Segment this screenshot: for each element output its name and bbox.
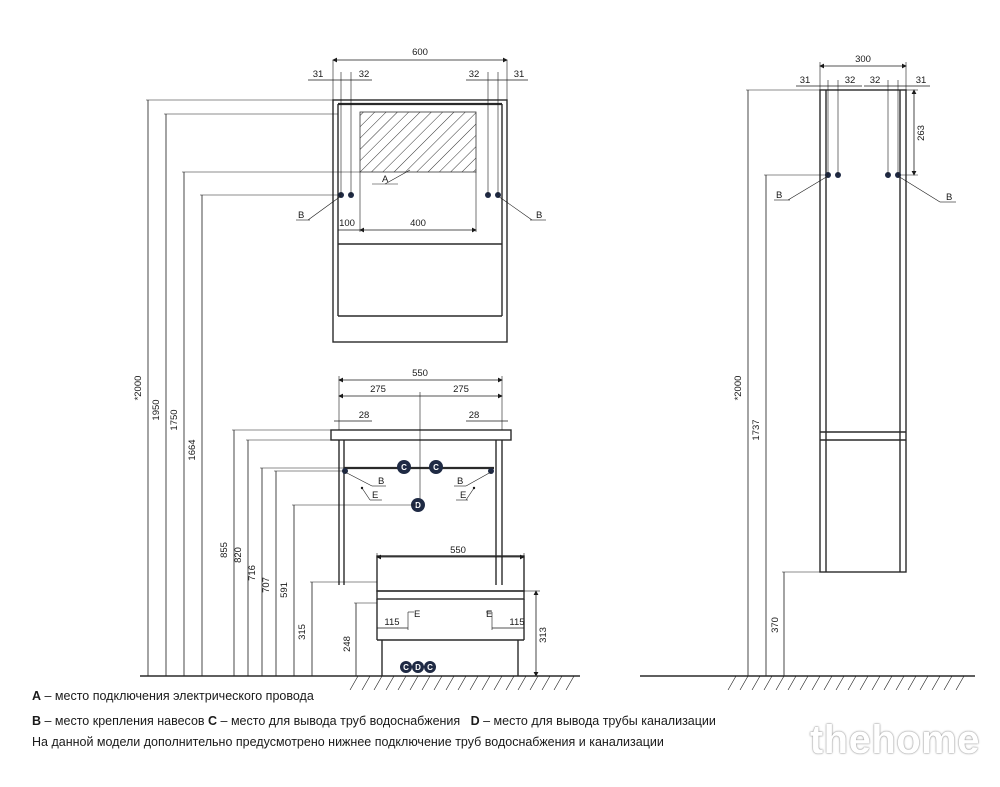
front-height-dims: *2000 1950 1750 1664 855 820 716 707 591	[133, 99, 418, 676]
dim-707: 707	[261, 577, 272, 593]
side-marker-b-right: B	[946, 192, 952, 203]
marker-c-right: C	[433, 463, 439, 472]
legend-a: A – место подключения электрического про…	[32, 688, 314, 704]
marker-c-bottom-left: C	[403, 663, 409, 672]
legend-d-key: D	[470, 714, 480, 728]
dim-275-left: 275	[370, 384, 386, 395]
dim-1750: 1750	[169, 409, 180, 430]
side-dim-32-left: 32	[845, 75, 856, 86]
marker-e-left: E	[372, 490, 378, 501]
dim-855: 855	[219, 542, 230, 558]
marker-a: A	[382, 174, 389, 185]
dim-base: 550 115 115 E E 313	[376, 545, 549, 677]
dim-28-right: 28	[469, 410, 480, 421]
dim-313: 313	[538, 627, 549, 643]
marker-b-upper-right: B	[536, 210, 542, 221]
marker-d-bottom: D	[415, 663, 421, 672]
side-dim-31-left: 31	[800, 75, 811, 86]
side-dim-2000: *2000	[733, 376, 744, 401]
legend-b-key: B	[32, 714, 42, 728]
dim-28-left: 28	[359, 410, 370, 421]
dim-275-right: 275	[453, 384, 469, 395]
side-dim-370: 370	[770, 617, 781, 633]
side-column	[819, 89, 907, 573]
side-marker-b-left: B	[776, 190, 782, 201]
dim-591: 591	[279, 582, 290, 598]
marker-b-upper-left: B	[298, 210, 304, 221]
marker-b-lower-left: B	[378, 476, 384, 487]
dim-400: 400	[410, 218, 426, 229]
dim-550-base: 550	[450, 545, 466, 556]
dim-115-right: 115	[509, 617, 524, 628]
legend-c-text: – место для вывода труб водоснабжения	[217, 714, 461, 728]
marker-e-base-right: E	[486, 609, 492, 620]
hatched-area-a	[359, 111, 477, 173]
side-dim-300: 300	[855, 54, 871, 65]
marker-c-bottom-right: C	[427, 663, 433, 672]
legend-a-text: – место подключения электрического прово…	[41, 689, 314, 703]
side-dim-32-right: 32	[870, 75, 881, 86]
dim-550-middle: 550	[412, 368, 428, 379]
dim-248: 248	[342, 636, 353, 652]
dim-1950: 1950	[151, 399, 162, 420]
dim-100: 100	[339, 218, 355, 229]
dim-1664: 1664	[187, 439, 198, 460]
side-dim-1737: 1737	[751, 419, 762, 440]
legend-note: На данной модели дополнительно предусмот…	[32, 735, 664, 749]
legend-d-text: – место для вывода трубы канализации	[479, 714, 716, 728]
technical-drawing: 600 31 32 32 31 100 400 A B B	[133, 47, 975, 690]
lower-leaders: B B E E	[344, 471, 492, 501]
marker-d: D	[415, 501, 421, 510]
dim-inner-upper: 100 400	[338, 172, 477, 233]
dim-315: 315	[297, 624, 308, 640]
legend-b-text: – место крепления навесов	[41, 714, 209, 728]
upper-leaders: A B B	[296, 169, 546, 221]
legend-a-key: A	[32, 689, 42, 703]
watermark-logo: thehome	[809, 718, 980, 762]
dim-middle: 550 275 275 28 28	[334, 368, 508, 505]
dim-600-label: 600	[412, 47, 428, 58]
dim-offsets-top: 31 32 32 31	[308, 69, 528, 195]
marker-e-right: E	[460, 490, 466, 501]
dim-31-left: 31	[313, 69, 324, 80]
marker-b-lower-right: B	[457, 476, 463, 487]
floor-side	[640, 675, 975, 690]
side-dims: 300 31 32 32 31 263 B B *2000 1737 370	[733, 54, 956, 676]
legend-c-key: C	[208, 714, 218, 728]
legend-bcd: B – место крепления навесов C – место дл…	[32, 713, 716, 729]
side-dim-263: 263	[916, 125, 927, 141]
dim-115-left: 115	[384, 617, 399, 628]
floor-front	[140, 675, 580, 690]
marker-e-base-left: E	[414, 609, 420, 620]
dim-32-right: 32	[469, 69, 480, 80]
dim-716: 716	[247, 565, 258, 581]
dim-2000: *2000	[133, 376, 144, 401]
dim-31-right: 31	[514, 69, 525, 80]
side-dim-31-right: 31	[916, 75, 927, 86]
front-sink-vanity	[330, 429, 525, 676]
dim-32-left: 32	[359, 69, 370, 80]
marker-c-left: C	[401, 463, 407, 472]
dim-820: 820	[233, 547, 244, 563]
